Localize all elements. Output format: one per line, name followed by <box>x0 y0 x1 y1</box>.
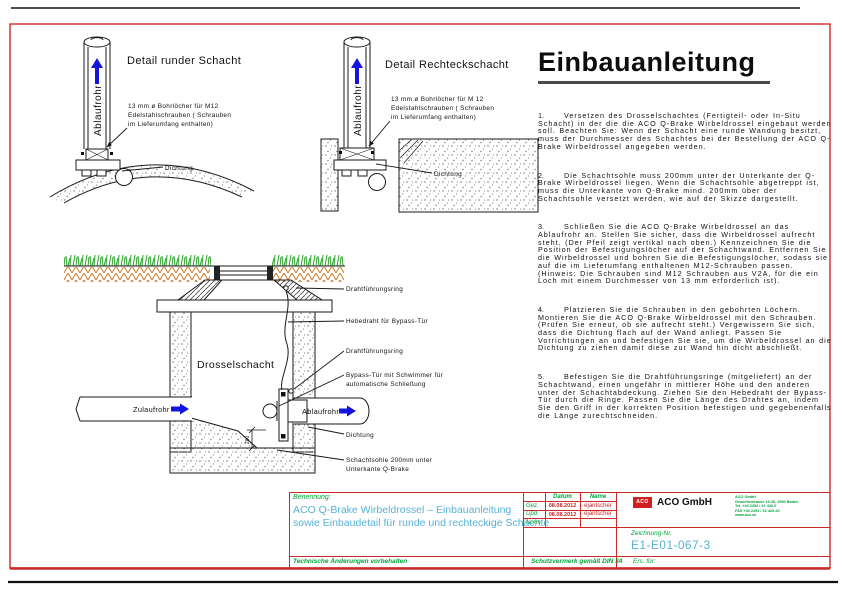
wire-ring-mid-label: Drahtführungsring <box>346 348 403 355</box>
company-address: ACO GmbH Gewerbestrasse 14-20, 2500 Bade… <box>735 495 798 518</box>
round-note-line1: 13 mm ø Bohrlöcher für M12 <box>128 103 219 110</box>
note-leader-line <box>106 127 128 148</box>
dimension-200 <box>247 426 266 452</box>
wire-guide-ring-mid <box>288 388 294 394</box>
main-cross-section <box>64 252 370 474</box>
instruction-item-5: 5.Befestigen Sie die Drahtführungsringe … <box>538 373 832 419</box>
drawing-no-label: Zeichnung-Nr. <box>631 530 672 537</box>
shaft-wall-right <box>292 311 316 453</box>
col-header-name: Name <box>589 493 607 500</box>
address-line: Tel. +43 2252 / 22 420-0 <box>735 504 777 508</box>
flow-up-arrow-icon <box>91 58 103 84</box>
drawing-title-line1: ACO Q-Brake Wirbeldrossel – Einbauanleit… <box>293 504 512 516</box>
instruction-number: 1. <box>538 111 544 120</box>
instruction-item-3: 3.Schließen Sie die ACO Q-Brake Wirbeldr… <box>538 223 832 285</box>
dim-200-label: 200 <box>245 435 251 444</box>
instruction-text: Die Schachtsohle muss 200mm unter der Un… <box>538 170 820 203</box>
address-line: www.aco.at <box>735 513 756 517</box>
gez-date: 08.08.2012 <box>548 503 577 509</box>
soil-right <box>273 267 344 282</box>
label-leaders <box>276 287 345 461</box>
flow-up-arrow-icon <box>351 58 363 84</box>
round-wall-stipple <box>50 164 254 203</box>
rect-seal-label: Dichtung <box>434 171 462 178</box>
address-line: Gewerbestrasse 14-20, 2500 Baden <box>735 499 799 504</box>
company-name: ACO GmbH <box>657 497 712 508</box>
detail-rect-shaft <box>320 36 539 213</box>
lift-wire <box>281 290 289 391</box>
upd-name: ejantscher <box>584 511 612 517</box>
changes-reserved-note: Technische Änderungen vorbehalten <box>293 558 408 565</box>
row-label-norm: Norm <box>526 519 541 526</box>
gez-name: ejantscher <box>584 502 612 509</box>
seal-leader-line <box>121 166 164 172</box>
page-title: Einbauanleitung <box>538 47 770 84</box>
round-note-line3: im Lieferumfang enthalten) <box>128 121 213 128</box>
address-line: ACO GmbH <box>735 495 756 499</box>
instruction-text: Schließen Sie die ACO Q-Brake Wirbeldros… <box>538 222 828 286</box>
col-header-datum: Datum <box>553 493 572 500</box>
wire-guide-ring-top <box>283 285 289 291</box>
q-brake-device <box>262 388 308 442</box>
shaft-label: Drosselschacht <box>197 359 274 371</box>
grass-left <box>64 252 211 266</box>
note-leader-line <box>368 120 391 147</box>
drawing-no-value: E1-E01-067-3 <box>631 538 711 552</box>
benennung-label: Benennung: <box>293 494 331 501</box>
round-note-line2: Edelstahlschrauben ( Schrauben <box>128 112 231 119</box>
instruction-number: 5. <box>538 372 544 382</box>
instruction-item-4: 4.Platzieren Sie die Schrauben in den ge… <box>538 306 832 352</box>
round-seal-label: Dichtung <box>165 165 193 172</box>
instruction-text: Platzieren Sie die Schrauben in den gebo… <box>538 304 832 353</box>
outlet-flow-arrow-icon <box>339 405 356 417</box>
outlet-label: Ablaufrohr <box>302 407 339 416</box>
round-pipe-label: Ablaufrohr <box>93 85 104 136</box>
address-line: FAX +43 2252 / 22 420-20 <box>735 508 780 513</box>
instruction-text: Versetzen des Drosselschachtes (Fertigte… <box>538 111 832 151</box>
rect-note-line3: im Lieferumfang enthalten) <box>391 114 476 121</box>
row-label-upd: Upd. <box>526 511 539 517</box>
aco-logo: ACO <box>633 497 652 508</box>
instruction-text: Befestigen Sie die Drahtführungsringe (m… <box>538 372 832 420</box>
soil-left <box>64 267 210 282</box>
drawing-title-line2: sowie Einbaudetail für runde und rechtec… <box>293 517 550 529</box>
title-block: Benennung: ACO Q-Brake Wirbeldrossel – E… <box>289 492 830 568</box>
rect-pipe-label: Ablaufrohr <box>353 85 364 136</box>
lift-wire-label: Hebedraht für Bypass-Tür <box>346 318 428 325</box>
instruction-item-2: 2.Die Schachtsohle muss 200mm unter der … <box>538 170 832 203</box>
instruction-number: 3. <box>538 222 544 232</box>
row-label-gez: Gez. <box>526 502 539 509</box>
shaft-wall-left <box>169 311 192 453</box>
benching <box>190 417 259 449</box>
seal-label: Dichtung <box>346 432 374 439</box>
inlet-label: Zulaufrohr <box>133 405 170 414</box>
ers-fuer-label: Ers. für: <box>633 558 656 565</box>
upd-date: 08.08.2012 <box>548 511 577 518</box>
rect-note-line1: 13 mm ø Bohrlöcher für M 12 <box>391 96 484 103</box>
sheet-frame <box>8 7 838 584</box>
detail-round-shaft <box>49 36 255 204</box>
bypass-label-line2: automatische Schließung <box>346 381 426 388</box>
instruction-item-1: 1.Versetzen des Drosselschachtes (Fertig… <box>538 112 832 151</box>
bypass-label-line1: Bypass-Tür mit Schwimmer für <box>346 372 444 379</box>
instruction-list: 1.Versetzen des Drosselschachtes (Fertig… <box>538 112 832 440</box>
sole-label-line1: Schachtsohle 200mm unter <box>346 457 433 464</box>
instruction-number: 4. <box>538 304 544 314</box>
detail-rect-title: Detail Rechteckschacht <box>385 59 509 71</box>
shaft-base <box>169 447 316 474</box>
sole-label-line2: Unterkante Q-Brake <box>346 466 409 473</box>
rect-note-line2: Edelstahlschrauben ( Schrauben <box>391 105 494 112</box>
detail-round-title: Detail runder Schacht <box>127 55 241 67</box>
protection-note: Schutzvermerk gemäß DIN 34 <box>531 558 623 565</box>
inlet-flow-arrow-icon <box>171 403 189 415</box>
grass-right <box>272 252 344 266</box>
seal-leader-line <box>375 163 433 174</box>
instruction-number: 2. <box>538 170 544 180</box>
wire-ring-top-label: Drahtführungsring <box>346 286 403 293</box>
